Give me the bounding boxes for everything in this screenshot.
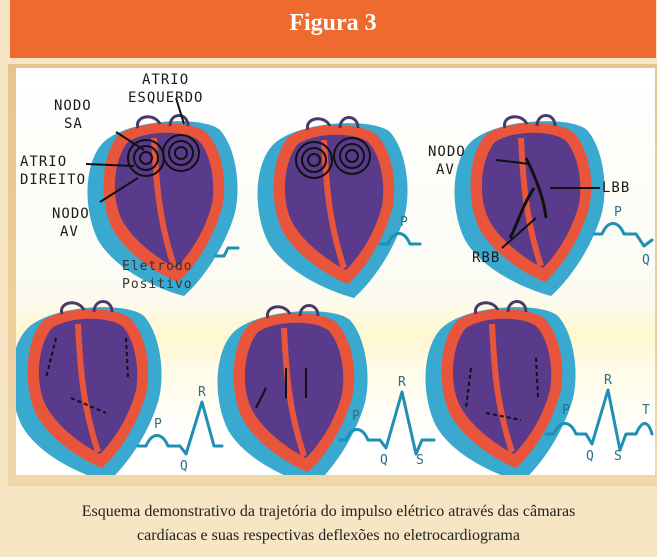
wave6-p-label: P	[562, 403, 570, 418]
wave6-q-label: Q	[586, 449, 594, 464]
heart-diagram-2	[258, 118, 408, 299]
figure-header: Figura 3	[10, 0, 656, 58]
label-nodo-sa-1: NODO	[54, 98, 92, 114]
caption-line-1: Esquema demonstrativo da trajetória do i…	[0, 500, 657, 524]
figure-title: Figura 3	[289, 10, 376, 37]
label-atrio-esquerdo-1: ATRIO	[142, 72, 189, 88]
ecg-wave-3	[594, 224, 652, 247]
caption-line-2: cardíacas e suas respectivas deflexões n…	[0, 524, 657, 548]
heart-diagram-3	[455, 116, 605, 297]
label-nodo-sa-2: SA	[64, 116, 83, 132]
label-eletrodo-1: Eletrodo	[122, 259, 193, 274]
label-atrio-esquerdo-2: ESQUERDO	[128, 90, 203, 106]
wave2-p-label: P	[400, 215, 408, 230]
label-nodo-av3-1: NODO	[428, 144, 466, 160]
label-nodo-av3-2: AV	[436, 162, 455, 178]
ecg-diagram: ATRIO ESQUERDO NODO SA ATRIO DIREITO NOD…	[16, 68, 655, 475]
label-atrio-direito-1: ATRIO	[20, 154, 67, 170]
wave4-p-label: P	[154, 417, 162, 432]
label-atrio-direito-2: DIREITO	[20, 172, 86, 188]
heart-diagram-5	[218, 306, 368, 476]
wave4-q-label: Q	[180, 459, 188, 474]
label-nodo-av-2: AV	[60, 224, 79, 240]
wave6-r-label: R	[604, 373, 612, 388]
heart-diagram-6	[426, 302, 576, 476]
wave5-p-label: P	[352, 409, 360, 424]
wave6-t-label: T	[642, 403, 650, 418]
ecg-figure: ATRIO ESQUERDO NODO SA ATRIO DIREITO NOD…	[16, 68, 655, 475]
label-eletrodo-2: Positivo	[122, 277, 193, 292]
wave6-s-label: S	[614, 449, 622, 464]
wave5-r-label: R	[398, 375, 406, 390]
label-rbb: RBB	[472, 250, 500, 266]
wave5-s-label: S	[416, 453, 424, 468]
wave4-r-label: R	[198, 385, 206, 400]
label-nodo-av-1: NODO	[52, 206, 90, 222]
wave5-q-label: Q	[380, 453, 388, 468]
wave3-q-label: Q	[642, 253, 650, 268]
figure-caption: Esquema demonstrativo da trajetória do i…	[0, 500, 657, 548]
wave3-p-label: P	[614, 205, 622, 220]
label-lbb: LBB	[602, 180, 630, 196]
heart-diagram-4	[16, 302, 162, 476]
